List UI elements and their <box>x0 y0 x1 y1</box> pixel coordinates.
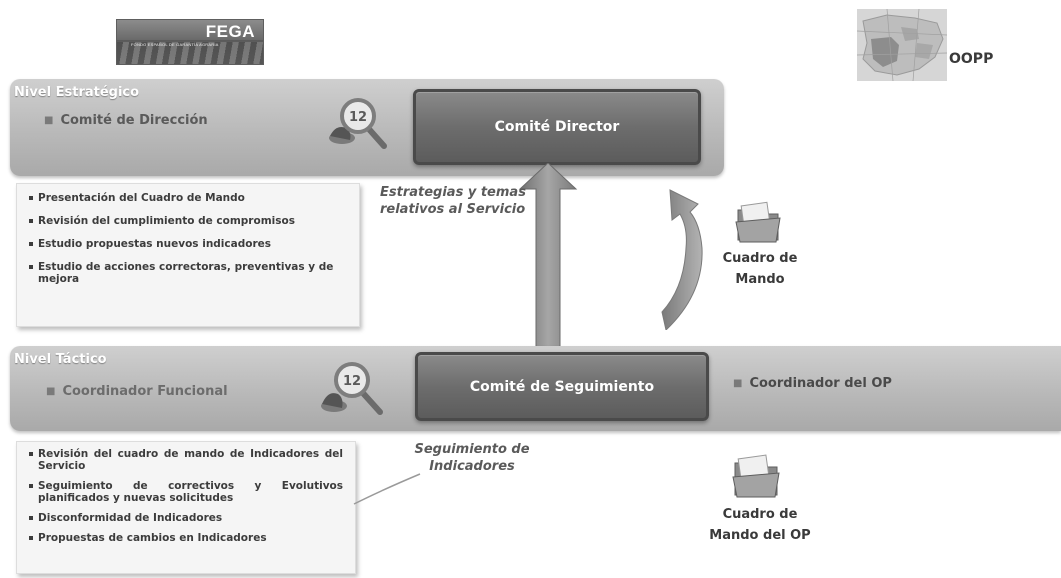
strategic-member-label: Comité de Dirección <box>60 113 208 128</box>
fega-logo: FEGA FONDO ESPAÑOL DE GARANTÍA AGRARIA <box>116 19 264 65</box>
list-item: Presentación del Cuadro de Mando <box>27 192 349 204</box>
list-item: Revisión del cumplimiento de compromisos <box>27 215 349 227</box>
cuadro-mando-line1: Cuadro de <box>722 251 798 266</box>
magnifier-number: 12 <box>349 110 367 125</box>
comite-director-label: Comité Director <box>494 119 620 135</box>
strategic-annotation: Estrategias y temas relativos al Servici… <box>380 184 526 218</box>
cuadro-mando-line2: Mando <box>735 272 785 287</box>
connector-line <box>353 473 421 505</box>
list-item: Estudio de acciones correctoras, prevent… <box>27 261 349 285</box>
strategic-annotation-line1: Estrategias y temas <box>380 185 526 200</box>
list-item: Propuestas de cambios en Indicadores <box>27 532 343 544</box>
tactic-member-label: Coordinador Funcional <box>62 384 228 399</box>
cuadro-mando-op-label: Cuadro de Mando del OP <box>700 504 820 546</box>
bullet-icon: ■ <box>46 386 56 397</box>
up-arrow-icon <box>518 163 578 348</box>
bullet-icon: ■ <box>44 115 54 126</box>
oopp-label: OOPP <box>949 51 994 67</box>
coordinador-op: ■ Coordinador del OP <box>733 376 892 391</box>
bullet-icon: ■ <box>733 378 743 389</box>
comite-director-box: Comité Director <box>413 89 701 165</box>
tactic-list: Revisión del cuadro de mando de Indicado… <box>27 448 343 544</box>
cuadro-mando-op-line1: Cuadro de <box>722 507 798 522</box>
list-item: Revisión del cuadro de mando de Indicado… <box>27 448 343 472</box>
coordinador-op-label: Coordinador del OP <box>749 376 892 391</box>
strategic-level-title: Nivel Estratégico <box>14 85 140 100</box>
tactic-member: ■ Coordinador Funcional <box>46 384 228 399</box>
strategic-list: Presentación del Cuadro de Mando Revisió… <box>27 192 349 285</box>
logo-tagline: FONDO ESPAÑOL DE GARANTÍA AGRARIA <box>131 42 219 47</box>
logo-name: FEGA <box>205 22 255 41</box>
curved-arrow-icon <box>661 189 703 330</box>
list-item: Disconformidad de Indicadores <box>27 512 343 524</box>
tactic-list-box: Revisión del cuadro de mando de Indicado… <box>16 441 356 574</box>
strategic-annotation-line2: relativos al Servicio <box>380 202 526 217</box>
spain-map-icon <box>857 9 947 81</box>
magnifier-number: 12 <box>343 374 361 389</box>
tactic-annotation-line1: Seguimiento de <box>414 442 530 457</box>
folder-icon <box>735 201 781 243</box>
tactic-annotation-line2: Indicadores <box>429 459 515 474</box>
magnifier-icon: 12 <box>321 362 383 415</box>
comite-seguimiento-label: Comité de Seguimiento <box>469 378 655 395</box>
logo-field-stripes <box>117 42 263 64</box>
comite-seguimiento-box: Comité de Seguimiento <box>415 352 709 421</box>
tactic-annotation: Seguimiento de Indicadores <box>408 441 536 475</box>
cuadro-mando-op-line2: Mando del OP <box>709 528 811 543</box>
strategic-list-box: Presentación del Cuadro de Mando Revisió… <box>16 183 360 327</box>
magnifier-icon: 12 <box>329 98 387 149</box>
folder-icon <box>732 454 780 498</box>
tactic-level-title: Nivel Táctico <box>14 352 107 367</box>
cuadro-mando-label: Cuadro de Mando <box>700 248 820 290</box>
list-item: Estudio propuestas nuevos indicadores <box>27 238 349 250</box>
list-item: Seguimiento de correctivos y Evolutivos … <box>27 480 343 504</box>
strategic-member: ■ Comité de Dirección <box>44 113 208 128</box>
